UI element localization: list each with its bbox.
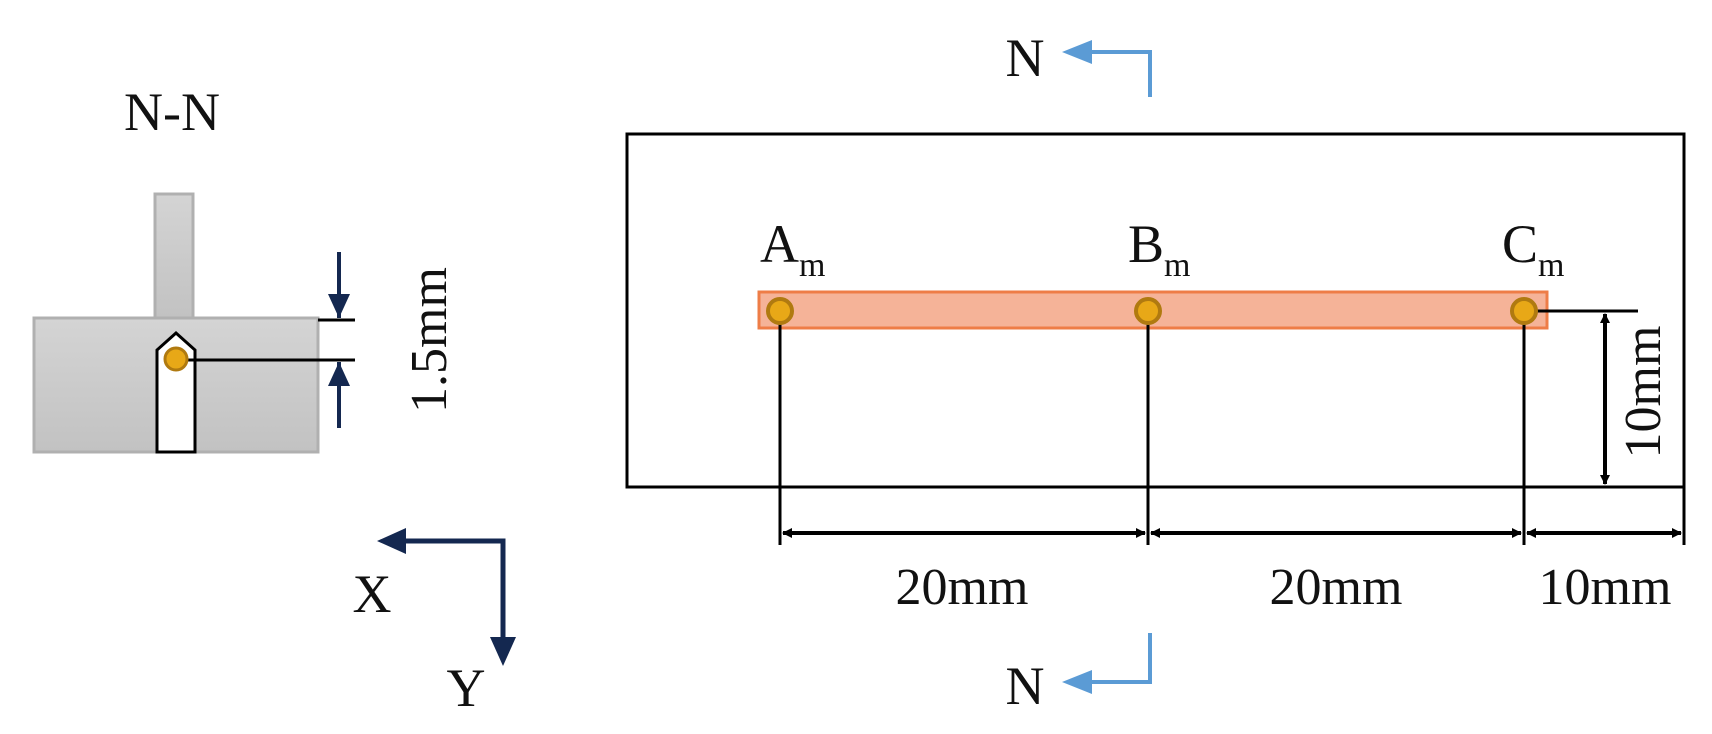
section-marker-top-arrowhead <box>1062 40 1092 64</box>
point-b-marker <box>1134 297 1162 325</box>
depth-dimension: 1.5mm <box>318 252 458 428</box>
point-c-subscript: m <box>1538 247 1564 284</box>
point-a-letter: A <box>760 214 799 274</box>
depth-label: 1.5mm <box>401 267 458 413</box>
coordinate-axes: X Y <box>353 528 516 718</box>
point-a-label: Am <box>760 214 825 284</box>
y-axis-label: Y <box>447 658 486 718</box>
section-view: N-N 1.5mm <box>32 82 458 454</box>
plan-view: Am Bm Cm 20mm 20mm 10mm 10mm <box>625 132 1686 616</box>
section-marker-top-label: N <box>1006 28 1045 88</box>
section-title: N-N <box>124 82 220 142</box>
section-marker-bottom-label: N <box>1006 656 1045 716</box>
section-marker-bottom-arrowhead <box>1062 670 1092 694</box>
section-marker-bottom: N <box>1006 633 1152 716</box>
section-marker-bottom-arrow <box>1090 633 1152 684</box>
dimension-label-vertical: 10mm <box>1615 326 1672 459</box>
point-c-letter: C <box>1502 214 1538 274</box>
section-marker-top: N <box>1006 28 1152 97</box>
y-axis-arrowhead <box>490 637 516 666</box>
section-marker-top-arrow <box>1090 50 1152 97</box>
point-b-subscript: m <box>1164 247 1190 284</box>
point-b-label: Bm <box>1128 214 1190 284</box>
x-axis-arrowhead <box>377 528 406 554</box>
dimension-label-c-edge: 10mm <box>1539 559 1672 616</box>
point-c-marker <box>1510 297 1538 325</box>
axis-lines <box>402 538 506 640</box>
point-a-subscript: m <box>799 247 825 284</box>
x-axis-label: X <box>353 564 392 624</box>
dimension-label-b-c: 20mm <box>1270 559 1403 616</box>
dimension-label-a-b: 20mm <box>896 559 1029 616</box>
point-a-marker <box>766 297 794 325</box>
point-c-label: Cm <box>1502 214 1564 284</box>
stiffener-plate <box>153 192 195 320</box>
section-measurement-point <box>163 346 189 372</box>
point-b-letter: B <box>1128 214 1164 274</box>
